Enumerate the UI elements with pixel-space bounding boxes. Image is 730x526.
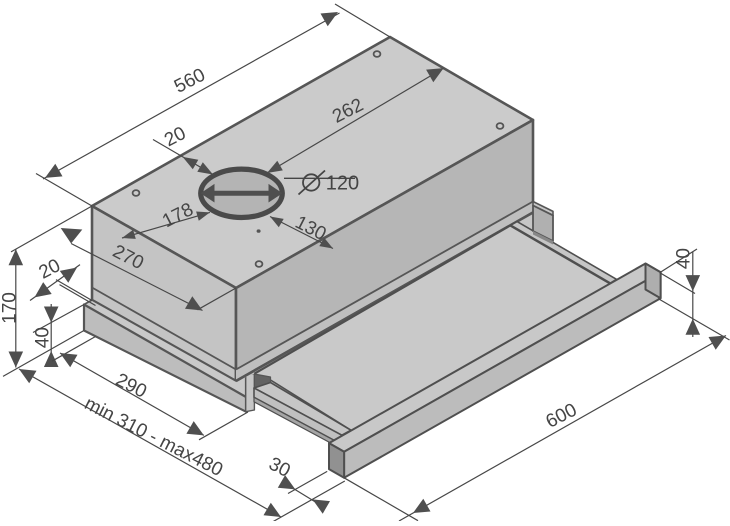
svg-text:120: 120 [326, 173, 359, 195]
svg-text:170: 170 [0, 292, 21, 324]
svg-text:40: 40 [33, 327, 54, 348]
svg-text:40: 40 [674, 248, 695, 269]
